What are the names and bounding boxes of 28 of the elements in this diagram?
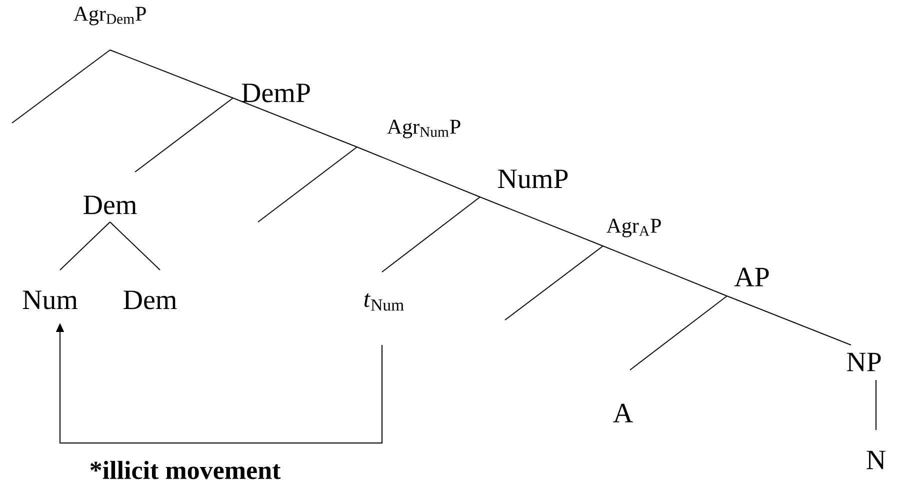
tree-branch (630, 296, 728, 370)
tree-node-label: AP (734, 268, 769, 286)
tree-node-label: t$_{Num}$ (364, 293, 404, 311)
tree-branch (110, 50, 234, 98)
tree-node-label: Dem (124, 290, 177, 310)
tree-branch (232, 98, 358, 148)
tree-branch (480, 196, 604, 246)
tree-branch (110, 222, 161, 270)
tree-branch (726, 296, 852, 346)
tree-node-label: NP (846, 352, 881, 372)
tree-node-label: Agr$_{Num}$P (387, 120, 460, 138)
tree-branch (382, 196, 480, 272)
tree-node-label: Agr$_{A}$P (606, 218, 661, 238)
tree-branch (602, 246, 728, 296)
tree-branch (356, 146, 480, 198)
tree-branch (12, 50, 110, 124)
tree-node-label: DemP (242, 84, 310, 102)
tree-branch (60, 222, 110, 270)
tree-branch (258, 146, 358, 222)
tree-branch (504, 246, 604, 320)
tree-node-label: Agr$_{Dem}$P (74, 6, 146, 26)
tree-node-label: A (613, 404, 633, 422)
tree-node-label: Num (22, 290, 78, 310)
tree-node-label: N (866, 450, 886, 470)
tree-branch (134, 98, 234, 172)
tree-node-label: Dem (84, 196, 137, 214)
tree-node-label: NumP (498, 170, 568, 188)
edge-label: *illicit movement (88, 460, 282, 480)
